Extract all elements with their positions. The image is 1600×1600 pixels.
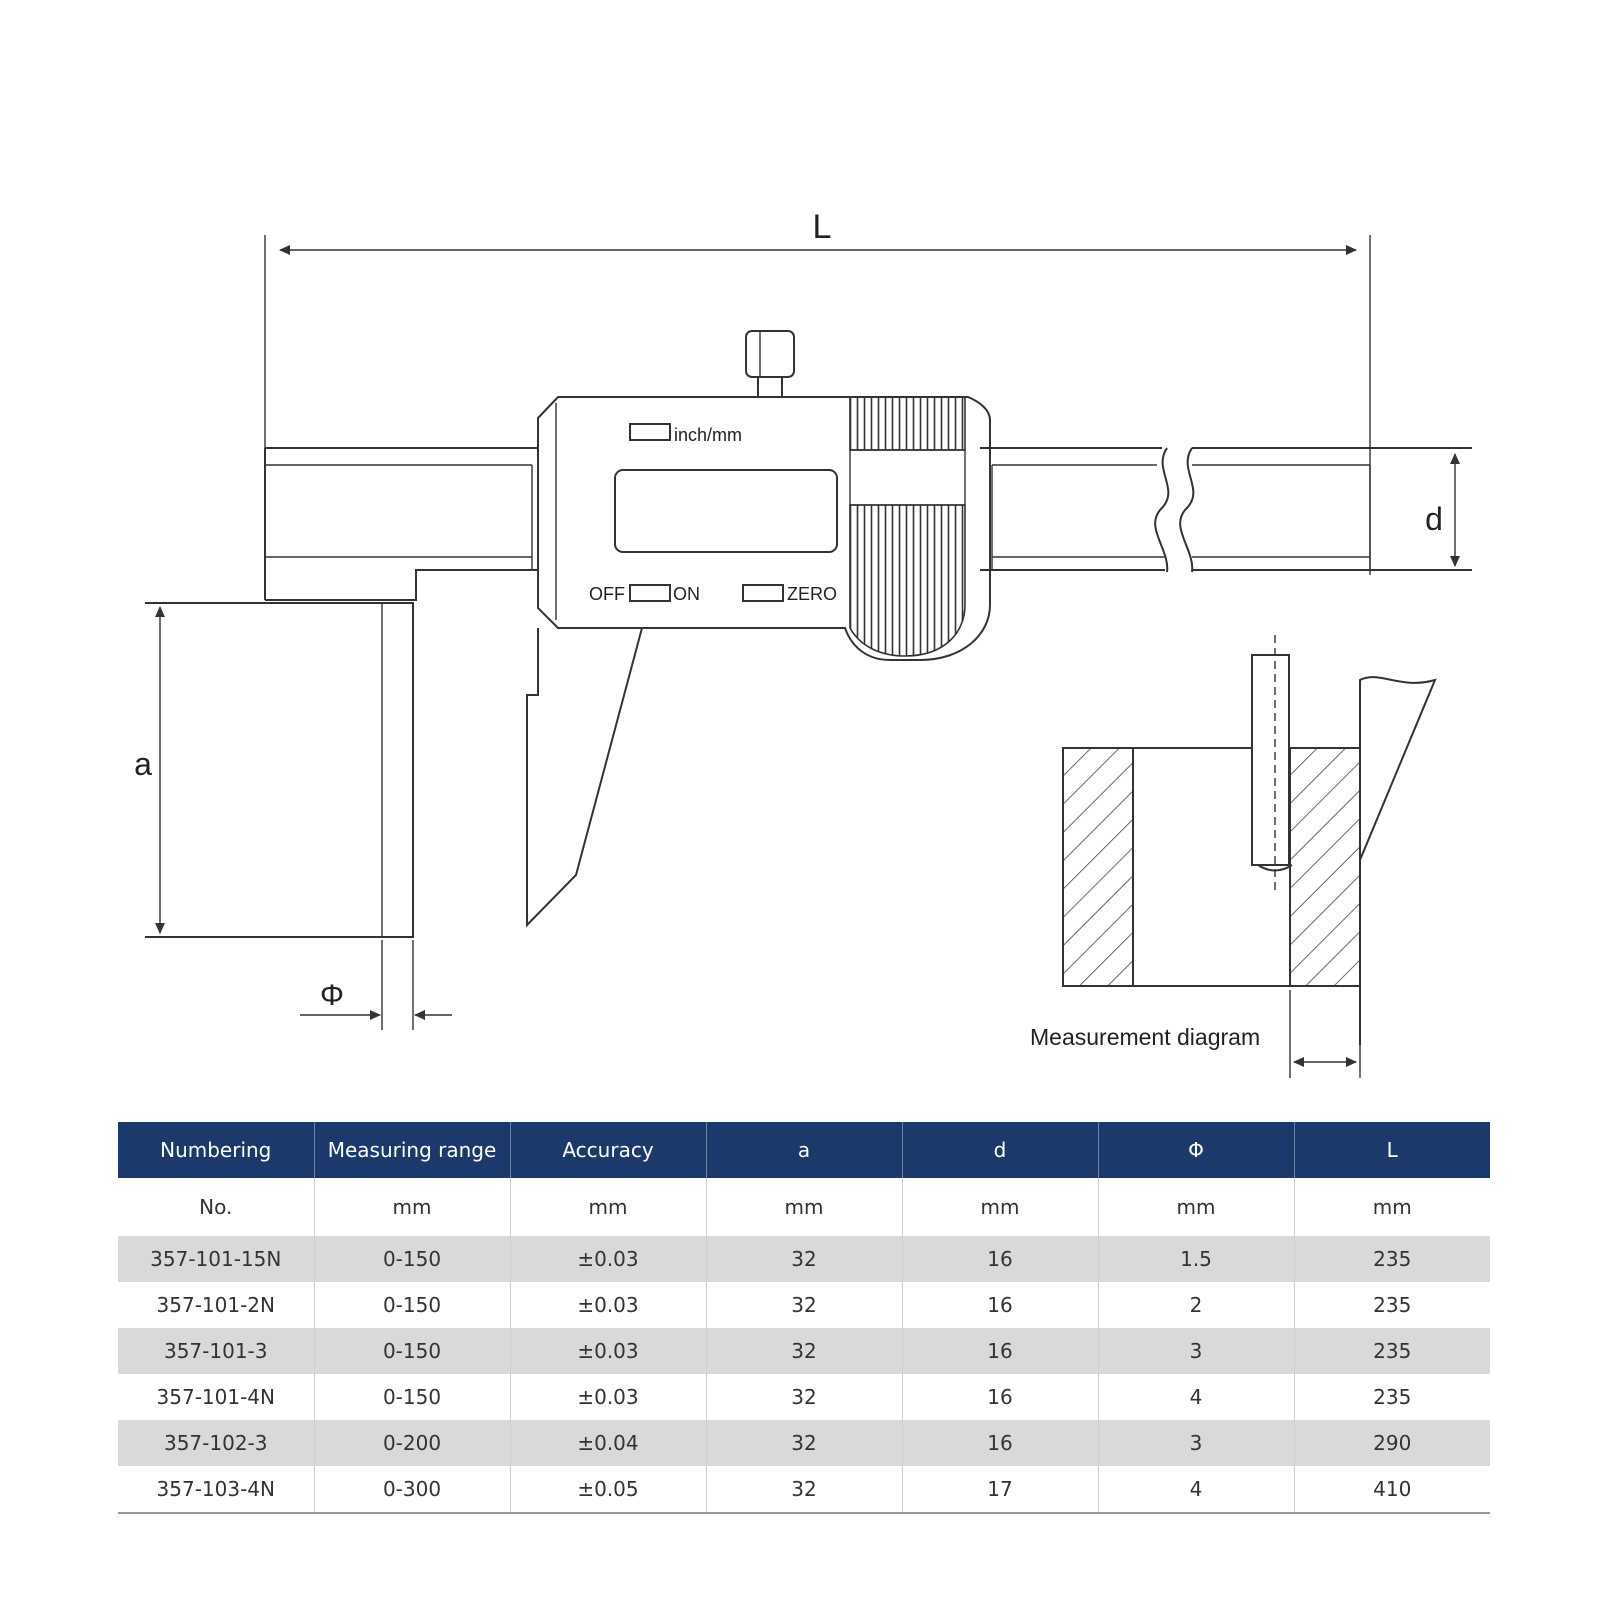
header-accuracy: Accuracy <box>509 1122 706 1178</box>
table-header-row: Numbering Measuring range Accuracy a d Φ… <box>118 1122 1490 1178</box>
header-L: L <box>1293 1122 1490 1178</box>
zero-label: ZERO <box>787 584 837 604</box>
length-dimension: L <box>264 208 1371 600</box>
caliper-beam <box>264 447 1472 601</box>
inch-mm-button[interactable]: inch/mm <box>629 423 742 445</box>
table-cell: ±0.03 <box>509 1236 706 1282</box>
fixed-jaw <box>145 602 414 938</box>
unit-cell: mm <box>1293 1178 1490 1236</box>
table-cell: 235 <box>1293 1328 1490 1374</box>
table-cell: 16 <box>901 1420 1098 1466</box>
header-d: d <box>901 1122 1098 1178</box>
table-cell: 0-150 <box>313 1236 510 1282</box>
table-cell: 1.5 <box>1097 1236 1294 1282</box>
table-cell: 0-150 <box>313 1328 510 1374</box>
table-cell: 290 <box>1293 1420 1490 1466</box>
unit-cell: No. <box>199 1195 233 1219</box>
header-phi: Φ <box>1097 1122 1294 1178</box>
header-numbering: Numbering <box>118 1122 314 1178</box>
table-row: 357-101-2N 0-150 ±0.03 32 16 2 235 <box>118 1282 1490 1328</box>
table-row: 357-103-4N 0-300 ±0.05 32 17 4 410 <box>118 1466 1490 1514</box>
unit-cell: mm <box>1097 1178 1294 1236</box>
caliper-slider-body <box>537 396 991 661</box>
units-row: No. mm mm mm mm mm mm <box>118 1178 1490 1236</box>
header-measuring-range: Measuring range <box>313 1122 510 1178</box>
table-cell: 4 <box>1097 1374 1294 1420</box>
table-cell: 357-101-4N <box>156 1385 275 1409</box>
table-cell: 235 <box>1293 1282 1490 1328</box>
table-cell: 357-101-2N <box>156 1293 275 1317</box>
table-cell: 3 <box>1097 1328 1294 1374</box>
table-cell: 235 <box>1293 1236 1490 1282</box>
table-cell: 235 <box>1293 1374 1490 1420</box>
table-cell: ±0.03 <box>509 1282 706 1328</box>
table-cell: 32 <box>705 1282 902 1328</box>
dim-label-phi: Φ <box>320 979 344 1012</box>
table-cell: 3 <box>1097 1420 1294 1466</box>
table-row: 357-102-3 0-200 ±0.04 32 16 3 290 <box>118 1420 1490 1466</box>
table-cell: 32 <box>705 1236 902 1282</box>
table-cell: 16 <box>901 1374 1098 1420</box>
table-cell: ±0.03 <box>509 1374 706 1420</box>
table-cell: ±0.05 <box>509 1466 706 1514</box>
table-cell: 357-101-15N <box>118 1236 314 1282</box>
table-cell: 16 <box>901 1328 1098 1374</box>
table-cell: 17 <box>901 1466 1098 1514</box>
a-dimension: a <box>134 606 165 934</box>
table-cell: ±0.03 <box>509 1328 706 1374</box>
table-cell: 32 <box>705 1466 902 1514</box>
table-cell: 0-200 <box>313 1420 510 1466</box>
on-off-button[interactable] <box>629 584 671 602</box>
measurement-diagram-caption: Measurement diagram <box>1030 1024 1260 1050</box>
table-cell: 0-300 <box>313 1466 510 1514</box>
zero-button[interactable]: ZERO <box>742 584 837 604</box>
inch-mm-label: inch/mm <box>674 425 742 445</box>
table-cell: ±0.04 <box>509 1420 706 1466</box>
unit-cell: mm <box>509 1178 706 1236</box>
table-cell: 357-101-3 <box>118 1328 314 1374</box>
caliper-technical-drawing: L a Φ <box>134 208 1472 1078</box>
dim-label-L: L <box>813 208 832 246</box>
table-cell: 2 <box>1097 1282 1294 1328</box>
table-cell: 0-150 <box>313 1374 510 1420</box>
header-a: a <box>705 1122 902 1178</box>
measurement-diagram: Measurement diagram <box>1030 635 1437 1078</box>
unit-cell: mm <box>901 1178 1098 1236</box>
table-cell: 16 <box>901 1282 1098 1328</box>
table-cell: 32 <box>705 1374 902 1420</box>
lock-screw <box>745 330 795 398</box>
table-row: 357-101-4N 0-150 ±0.03 32 16 4 235 <box>118 1374 1490 1420</box>
table-cell: 32 <box>705 1420 902 1466</box>
moving-jaw <box>526 627 643 928</box>
table-cell: 32 <box>705 1328 902 1374</box>
table-cell: 357-103-4N <box>118 1466 314 1514</box>
off-label: OFF <box>589 584 625 604</box>
d-dimension: d <box>1425 453 1460 567</box>
table-cell: 410 <box>1293 1466 1490 1514</box>
unit-cell: mm <box>313 1178 510 1236</box>
table-cell: 357-102-3 <box>118 1420 314 1466</box>
table-row: 357-101-15N 0-150 ±0.03 32 16 1.5 235 <box>118 1236 1490 1282</box>
table-cell: 0-150 <box>313 1282 510 1328</box>
spec-table: Numbering Measuring range Accuracy a d Φ… <box>118 1122 1490 1514</box>
table-row: 357-101-3 0-150 ±0.03 32 16 3 235 <box>118 1328 1490 1374</box>
table-cell: 4 <box>1097 1466 1294 1514</box>
phi-dimension: Φ <box>300 940 452 1030</box>
table-cell: 16 <box>901 1236 1098 1282</box>
on-label: ON <box>673 584 700 604</box>
dim-label-d: d <box>1425 501 1443 537</box>
lcd-display <box>614 469 838 553</box>
dim-label-a: a <box>134 746 152 782</box>
unit-cell: mm <box>705 1178 902 1236</box>
